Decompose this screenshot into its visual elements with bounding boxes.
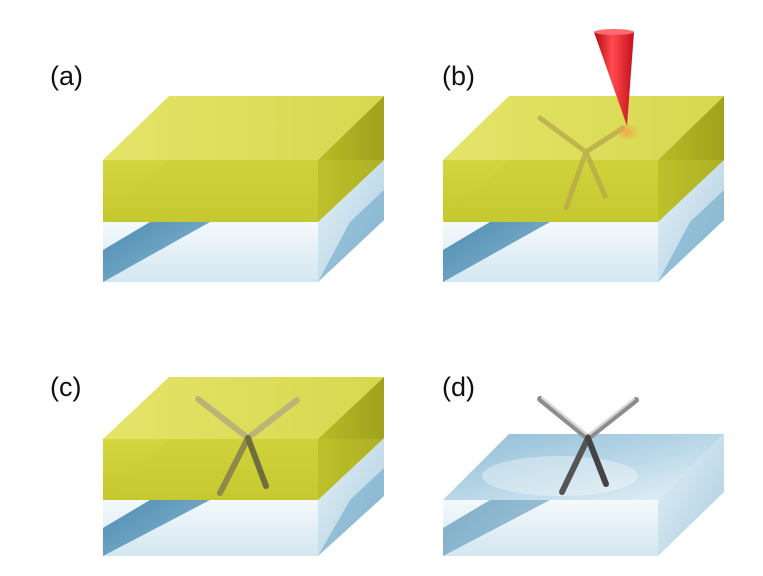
photoresist-inner-plane (103, 160, 384, 222)
laser-beam (594, 29, 639, 141)
glass-substrate (103, 438, 384, 556)
photoresist-top-face (443, 96, 724, 160)
rod-highlight (541, 397, 587, 435)
laser-cone (594, 32, 634, 126)
photoresist-inner-plane (103, 439, 384, 500)
glass-substrate (443, 434, 724, 556)
exposed-rod (217, 435, 251, 496)
developed-rod (585, 435, 609, 487)
photoresist-side-face (658, 96, 724, 222)
glass-shadow (103, 222, 210, 282)
laser-cone-top (594, 29, 634, 35)
developed-rod (537, 396, 591, 441)
photoresist-front-face (443, 160, 658, 222)
glass-shadow (318, 468, 384, 556)
exposed-rod (537, 115, 589, 155)
glass-shadow (443, 500, 550, 556)
panel-label-d: (d) (442, 372, 475, 402)
glass-substrate-side-face (658, 434, 724, 556)
exposed-rod (245, 397, 300, 441)
panel-label-c: (c) (50, 372, 81, 402)
panel-b (443, 29, 724, 282)
developed-structure (537, 396, 639, 495)
photoresist-front-face (103, 160, 318, 222)
panel-a (103, 96, 384, 282)
developed-rod (559, 435, 591, 495)
exposed-rod (195, 396, 251, 441)
exposed-rod (245, 435, 269, 489)
glass-substrate-top-face (443, 434, 724, 500)
glass-substrate (443, 160, 724, 282)
photoresist-top-face (103, 96, 384, 160)
glass-shadow (103, 500, 210, 556)
photoresist-top-face (103, 377, 384, 439)
rod-highlight (589, 398, 635, 435)
glass-shadow (443, 222, 550, 282)
photoresist-layer (103, 96, 384, 222)
photoresist-layer (443, 96, 724, 222)
panel-label-b: (b) (442, 61, 475, 91)
glass-substrate (103, 160, 384, 282)
glass-shadow (658, 190, 724, 282)
photoresist-side-face (318, 96, 384, 222)
exposed-rod (583, 149, 608, 199)
exposed-structure (195, 396, 300, 496)
panel-c (103, 377, 384, 556)
developed-rod (585, 397, 639, 441)
panel-d (443, 396, 724, 556)
laser-focal-spot (615, 123, 639, 141)
exposed-rod (563, 149, 589, 211)
glass-shadow (318, 190, 384, 282)
photoresist-side-face (318, 377, 384, 500)
panel-label-a: (a) (50, 61, 83, 91)
photoresist-inner-plane (443, 160, 724, 222)
glass-substrate-side-face (318, 438, 384, 556)
